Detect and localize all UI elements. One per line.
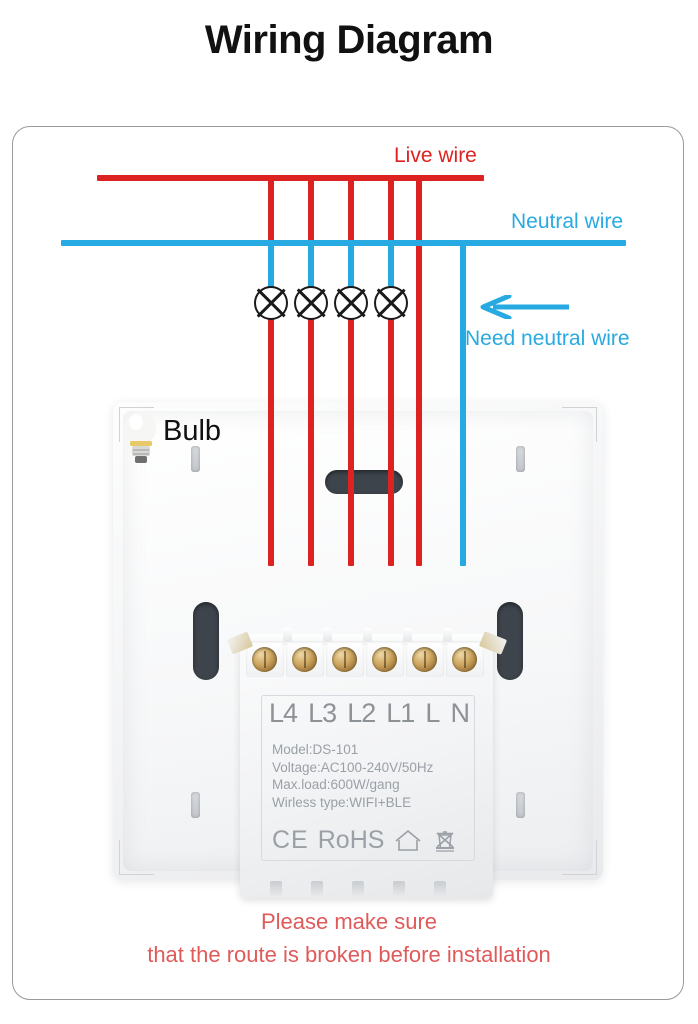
plate-screw-slot-bottom-right bbox=[516, 792, 525, 818]
page-title: Wiring Diagram bbox=[204, 18, 494, 62]
terminal-label-l3: L3 bbox=[308, 698, 337, 728]
live-drop-wire-l1 bbox=[388, 178, 394, 566]
module-label-panel bbox=[261, 695, 475, 861]
terminal-screw-l bbox=[412, 647, 437, 672]
wall-switch-plate: L4 L3 L2 L1 L N Model:DS-101 Voltage:AC1… bbox=[113, 402, 603, 898]
live-drop-wire-l2 bbox=[348, 178, 354, 566]
module-rib bbox=[283, 628, 292, 642]
plate-corner-bottom-left bbox=[119, 840, 154, 875]
bulb-label: Bulb bbox=[163, 415, 222, 447]
screw-slot-line bbox=[303, 651, 306, 668]
screw-slot-line bbox=[263, 651, 266, 668]
certification-row: CE RoHS bbox=[272, 826, 458, 855]
live-bus-wire bbox=[97, 175, 484, 181]
neutral-wire-label: Neutral wire bbox=[511, 210, 624, 233]
lamp-symbol-1 bbox=[254, 286, 288, 320]
warning-line-1: Please make sure bbox=[260, 909, 438, 934]
screw-slot-line bbox=[423, 651, 426, 668]
module-bottom-rib bbox=[434, 881, 446, 896]
lamp-symbol-2 bbox=[294, 286, 328, 320]
neutral-bus-wire bbox=[61, 240, 626, 246]
terminal-screw-l1 bbox=[372, 647, 397, 672]
left-arrow-icon bbox=[480, 295, 569, 319]
terminal-label-l4: L4 bbox=[269, 698, 298, 728]
module-bottom-rib bbox=[311, 881, 323, 896]
lamp-symbol-4 bbox=[374, 286, 408, 320]
module-rib bbox=[443, 628, 452, 642]
crossed-out-wheelie-bin-icon bbox=[436, 830, 455, 852]
plate-screw-slot-top-left bbox=[191, 446, 200, 472]
neutral-main-wire-n bbox=[460, 243, 466, 566]
lightbulb-icon bbox=[126, 411, 156, 463]
terminal-label-l1: L1 bbox=[386, 698, 415, 728]
rohs-mark: RoHS bbox=[317, 826, 385, 854]
plate-corner-top-right bbox=[562, 407, 597, 442]
warning-line-2: that the route is broken before installa… bbox=[147, 942, 551, 967]
terminal-screw-l3 bbox=[292, 647, 317, 672]
wiring-diagram-card: L4 L3 L2 L1 L N Model:DS-101 Voltage:AC1… bbox=[12, 126, 684, 1000]
terminal-screw-l2 bbox=[332, 647, 357, 672]
module-bottom-rib bbox=[393, 881, 405, 896]
plate-corner-top-left bbox=[119, 407, 154, 442]
ce-mark: CE bbox=[272, 826, 309, 854]
neutral-drop-wire-lamp-2 bbox=[308, 243, 314, 303]
terminal-label-l: L bbox=[425, 698, 440, 728]
live-main-wire-l bbox=[416, 178, 422, 566]
terminal-screw-l4 bbox=[252, 647, 277, 672]
module-rib bbox=[323, 628, 332, 642]
neutral-drop-wire-lamp-1 bbox=[268, 243, 274, 303]
neutral-drop-wire-lamp-3 bbox=[348, 243, 354, 303]
module-rib bbox=[403, 628, 412, 642]
need-neutral-wire-label: Need neutral wire bbox=[465, 327, 630, 350]
lamp-symbol-3 bbox=[334, 286, 368, 320]
house-icon bbox=[395, 829, 421, 851]
plate-screw-slot-top-right bbox=[516, 446, 525, 472]
terminal-label-l2: L2 bbox=[347, 698, 376, 728]
terminal-label-row: L4 L3 L2 L1 L N bbox=[263, 698, 475, 729]
installation-warning-note: Please make sure that the route is broke… bbox=[13, 905, 683, 971]
terminal-label-n: N bbox=[450, 698, 469, 728]
plate-corner-bottom-right bbox=[562, 840, 597, 875]
live-drop-wire-l4 bbox=[268, 178, 274, 566]
plate-screw-slot-bottom-left bbox=[191, 792, 200, 818]
screw-slot-line bbox=[463, 651, 466, 668]
screw-slot-line bbox=[383, 651, 386, 668]
neutral-drop-wire-lamp-4 bbox=[388, 243, 394, 303]
module-rib bbox=[363, 628, 372, 642]
plate-clip-left bbox=[193, 602, 219, 680]
screw-slot-line bbox=[343, 651, 346, 668]
live-drop-wire-l3 bbox=[308, 178, 314, 566]
live-wire-label: Live wire bbox=[394, 144, 477, 167]
terminal-screw-n bbox=[452, 647, 477, 672]
diagram-stage: L4 L3 L2 L1 L N Model:DS-101 Voltage:AC1… bbox=[13, 127, 683, 999]
module-bottom-rib bbox=[270, 881, 282, 896]
switch-module-body bbox=[240, 645, 493, 898]
module-bottom-rib bbox=[352, 881, 364, 896]
module-spec-text: Model:DS-101 Voltage:AC100-240V/50Hz Max… bbox=[272, 742, 434, 810]
